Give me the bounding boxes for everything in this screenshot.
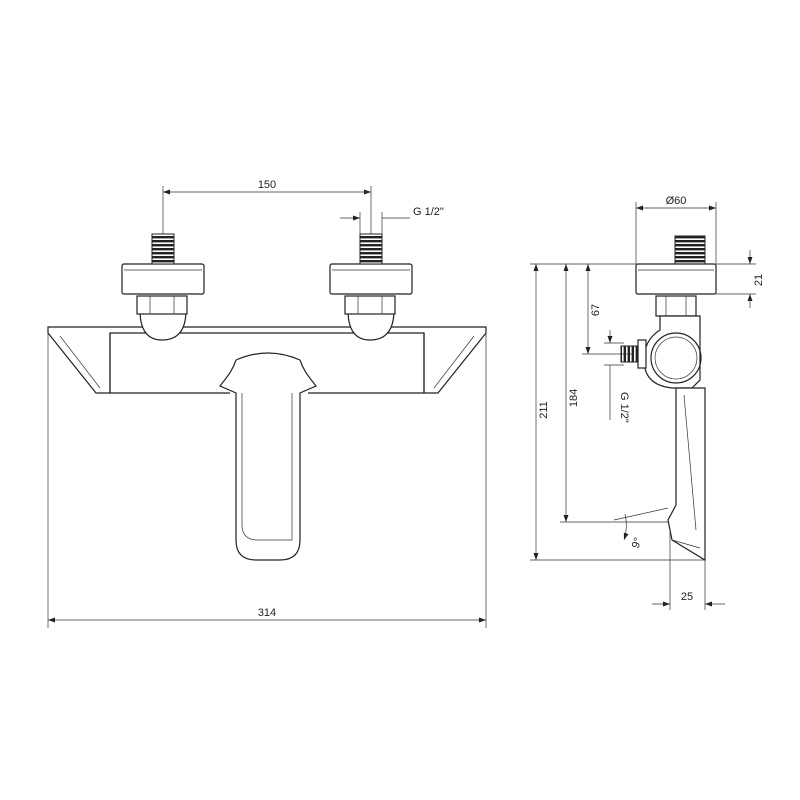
dimension-diameter: Ø60 (635, 195, 717, 264)
spout (219, 352, 317, 561)
dimension-overall-width: 314 (47, 333, 487, 628)
dimension-nut-height: 21 (716, 250, 765, 308)
dim-label-21: 21 (753, 274, 765, 286)
dim-label-g12-side: G 1/2" (618, 392, 630, 423)
dim-label-67: 67 (590, 304, 602, 316)
dim-label-211: 211 (538, 401, 550, 419)
dimension-inlet-thread: G 1/2" (340, 206, 444, 234)
dimension-inlet-spacing: 150 (162, 179, 372, 234)
dim-label-9deg: 9° (630, 536, 645, 550)
dimension-total-height: 211 (530, 263, 705, 561)
dim-label-150: 150 (258, 179, 276, 191)
dim-label-25: 25 (681, 591, 693, 603)
dim-label-184: 184 (568, 389, 580, 407)
inlet-connector-right (329, 233, 413, 341)
dimension-spout-depth: 25 (652, 530, 725, 610)
inlet-connector-left (121, 233, 205, 341)
front-view: 150 G 1/2" 314 (47, 179, 487, 628)
dimension-spout-height: 184 (560, 264, 668, 523)
dimension-outlet-offset: 67 (582, 264, 632, 355)
side-spout (667, 387, 706, 562)
side-connector (635, 235, 717, 317)
dimension-spout-angle: 9° (613, 507, 669, 550)
side-body (643, 315, 702, 389)
side-view: Ø60 21 211 184 67 (530, 195, 765, 610)
dim-label-diameter: Ø60 (666, 195, 687, 207)
dimension-outlet-thread: G 1/2" (604, 330, 630, 423)
dim-label-314: 314 (258, 607, 276, 619)
mixer-body (47, 326, 487, 394)
dim-label-g12-front: G 1/2" (413, 206, 444, 218)
